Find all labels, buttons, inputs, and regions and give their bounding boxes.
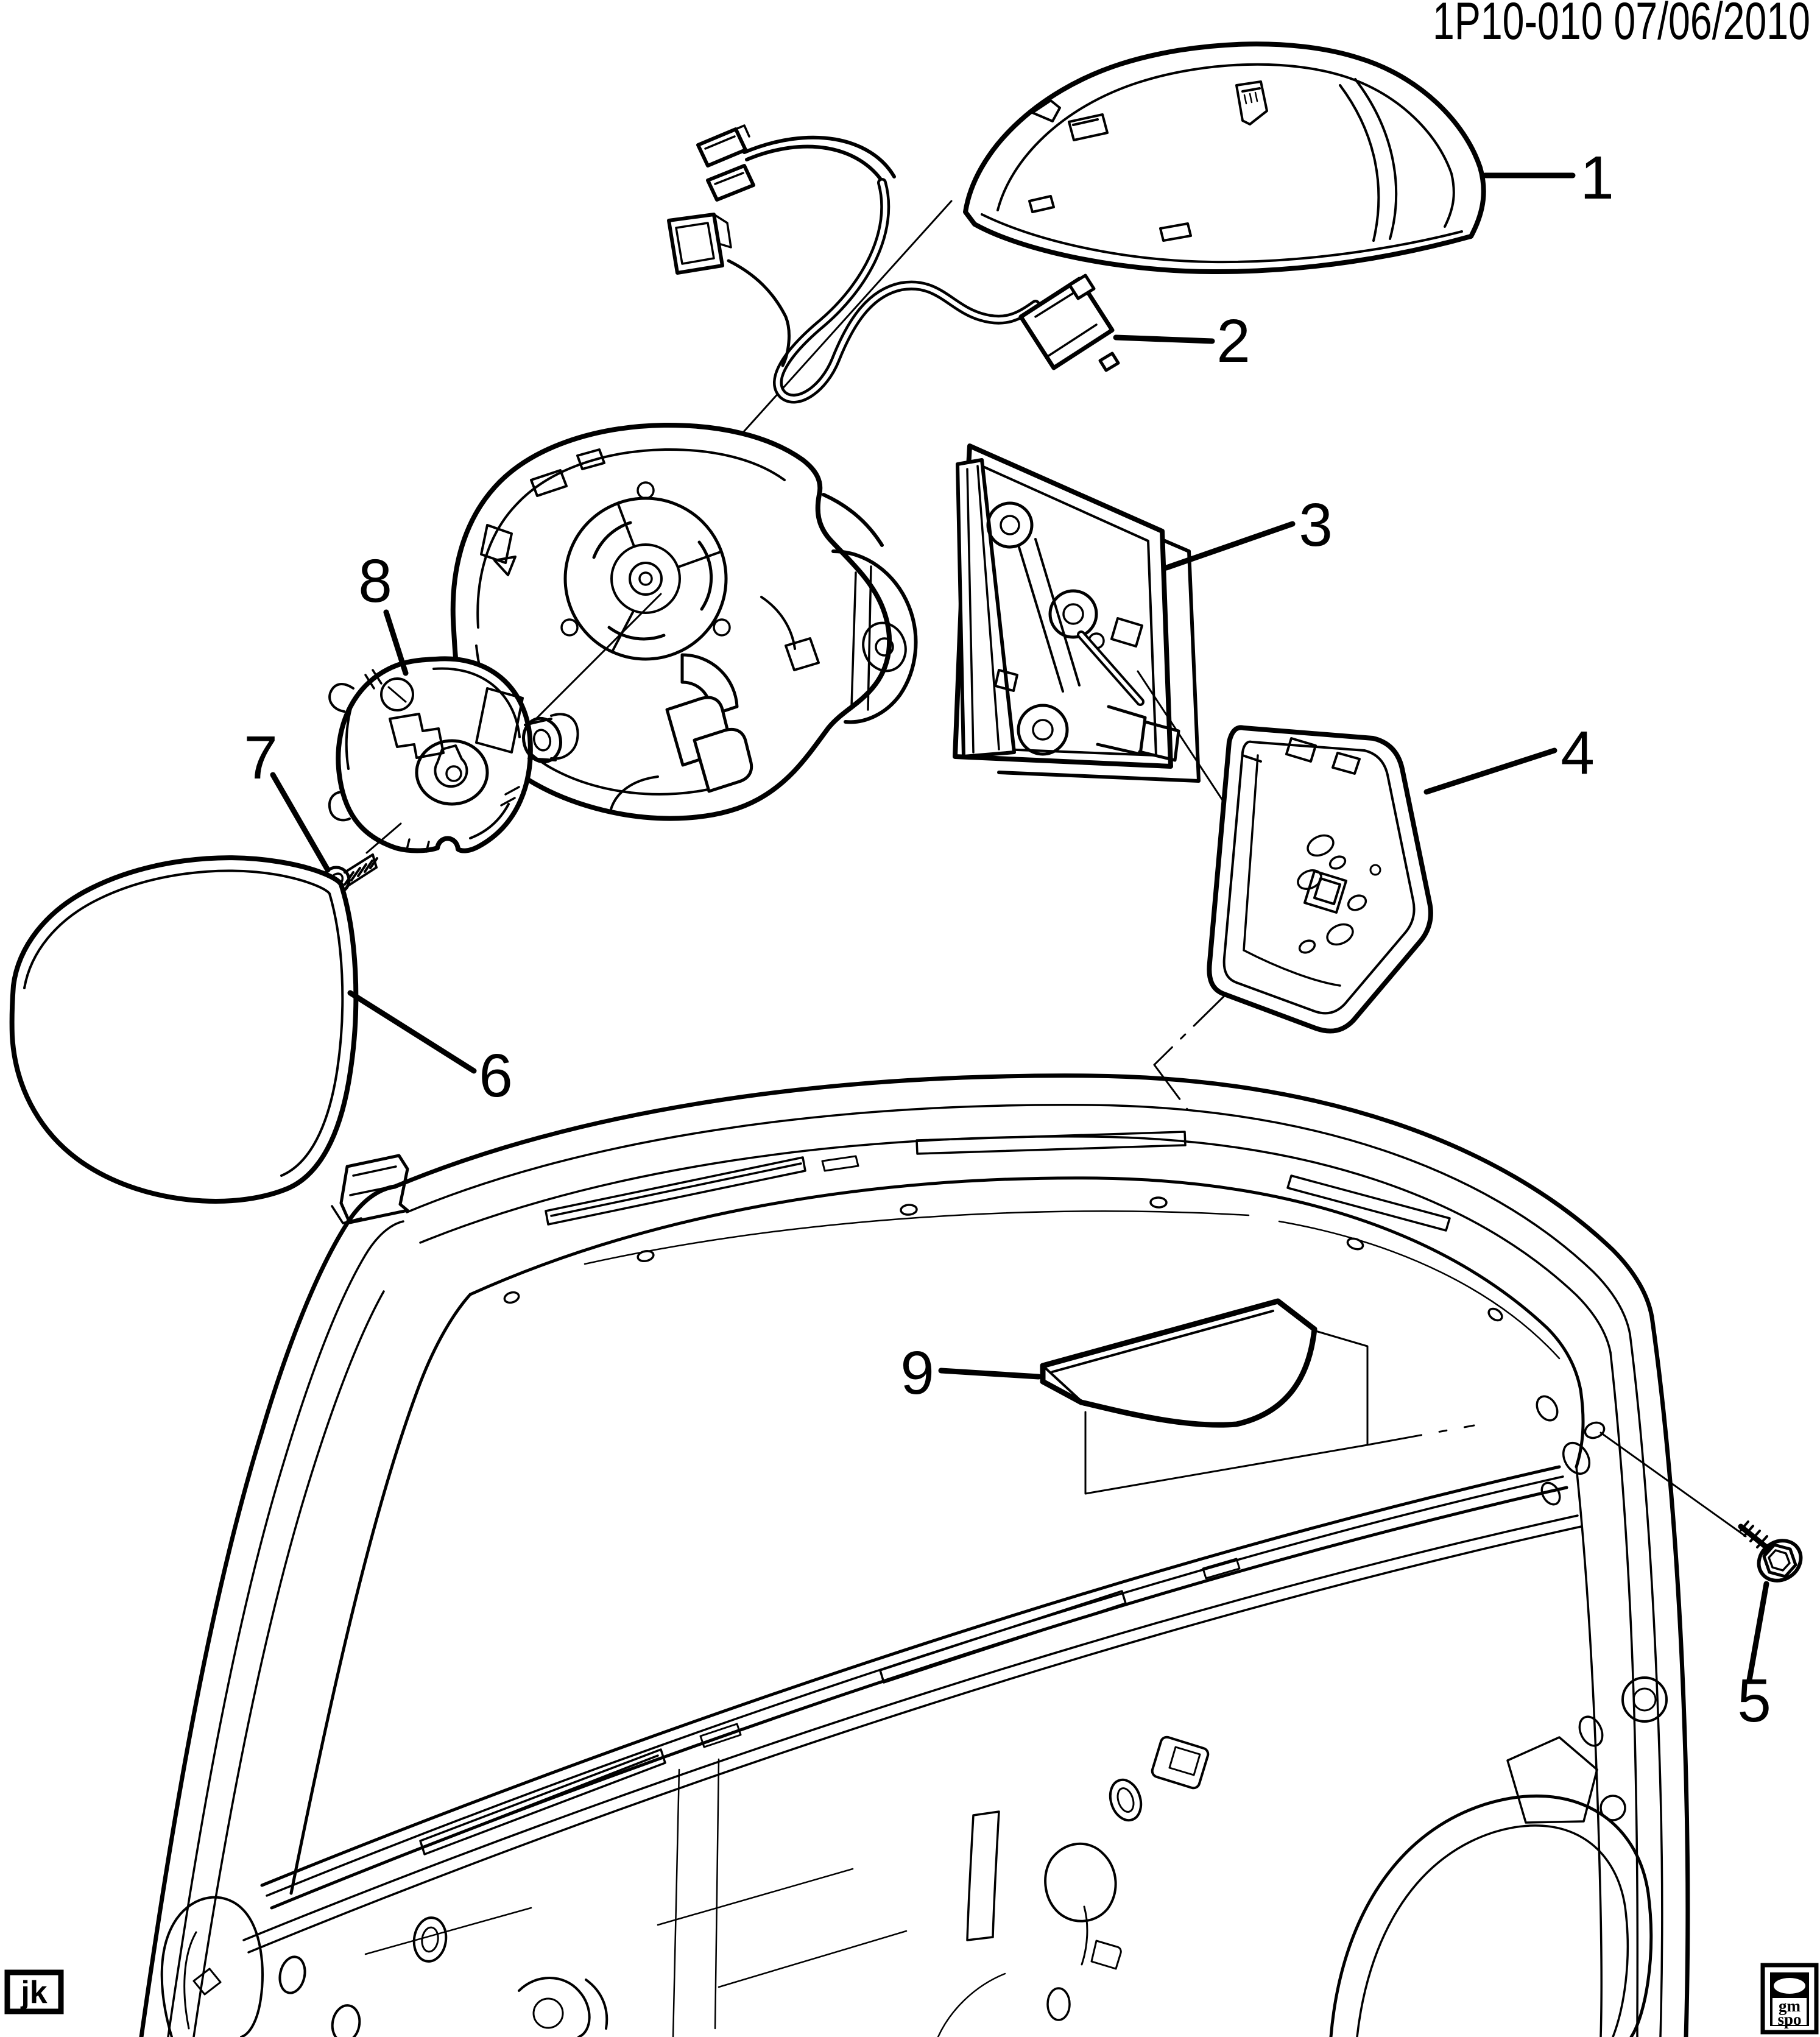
locator-line-motor-to-housing xyxy=(532,593,662,723)
callout-8: 8 xyxy=(358,547,392,615)
callout-numbers: 1 2 3 4 5 6 7 8 9 xyxy=(244,144,1771,1735)
callout-1: 1 xyxy=(1580,144,1614,212)
leader-line-8 xyxy=(383,609,409,676)
callout-9: 9 xyxy=(900,1339,934,1407)
mirror-bracket-part xyxy=(953,443,1282,889)
locator-line-cover-to-housing xyxy=(741,200,953,435)
leader-line-6 xyxy=(347,990,477,1074)
locator-line-bolt-to-door xyxy=(1600,1432,1747,1537)
locator-line-screw-to-motor xyxy=(365,822,402,854)
author-initials-box: jk xyxy=(4,1969,64,2014)
logo-text-spo: spo xyxy=(1777,2010,1801,2028)
leader-line-7 xyxy=(270,772,331,873)
mirror-glass-part xyxy=(9,855,359,1204)
logo-text-panel xyxy=(1772,1998,1807,2025)
locator-line-cover-to-door xyxy=(1153,995,1226,1111)
logo-text-gm: gm xyxy=(1779,1997,1801,2015)
mirror-cover-part xyxy=(741,41,1486,435)
leader-line-4 xyxy=(1423,747,1557,795)
leader-line-3 xyxy=(1163,521,1296,571)
initials-box-border xyxy=(4,1969,64,2014)
leader-line-9 xyxy=(938,1368,1042,1380)
wiring-harness-part xyxy=(667,124,1120,404)
callout-3: 3 xyxy=(1299,491,1333,559)
author-initials: jk xyxy=(20,1975,47,2010)
bracket-cover-part xyxy=(1153,725,1433,1111)
logo-ellipse-icon xyxy=(1774,1978,1805,1994)
door-bolt-part xyxy=(1600,1432,1803,1583)
callout-5: 5 xyxy=(1737,1667,1771,1735)
callout-2: 2 xyxy=(1216,307,1250,375)
callout-6: 6 xyxy=(479,1042,513,1110)
callout-4: 4 xyxy=(1561,719,1595,787)
door-frame-drawing xyxy=(139,1073,1690,2037)
mirror-motor-part xyxy=(328,593,662,853)
leader-line-5 xyxy=(1746,1581,1769,1683)
gm-spo-logo: gm spo xyxy=(1760,1963,1819,2035)
leader-line-2 xyxy=(1113,334,1215,344)
callout-leader-lines xyxy=(270,172,1769,1683)
sealing-strip-part xyxy=(1040,1298,1475,1495)
document-code-date: 1P10-010 07/06/2010 xyxy=(1433,0,1810,51)
callout-7: 7 xyxy=(244,724,278,792)
